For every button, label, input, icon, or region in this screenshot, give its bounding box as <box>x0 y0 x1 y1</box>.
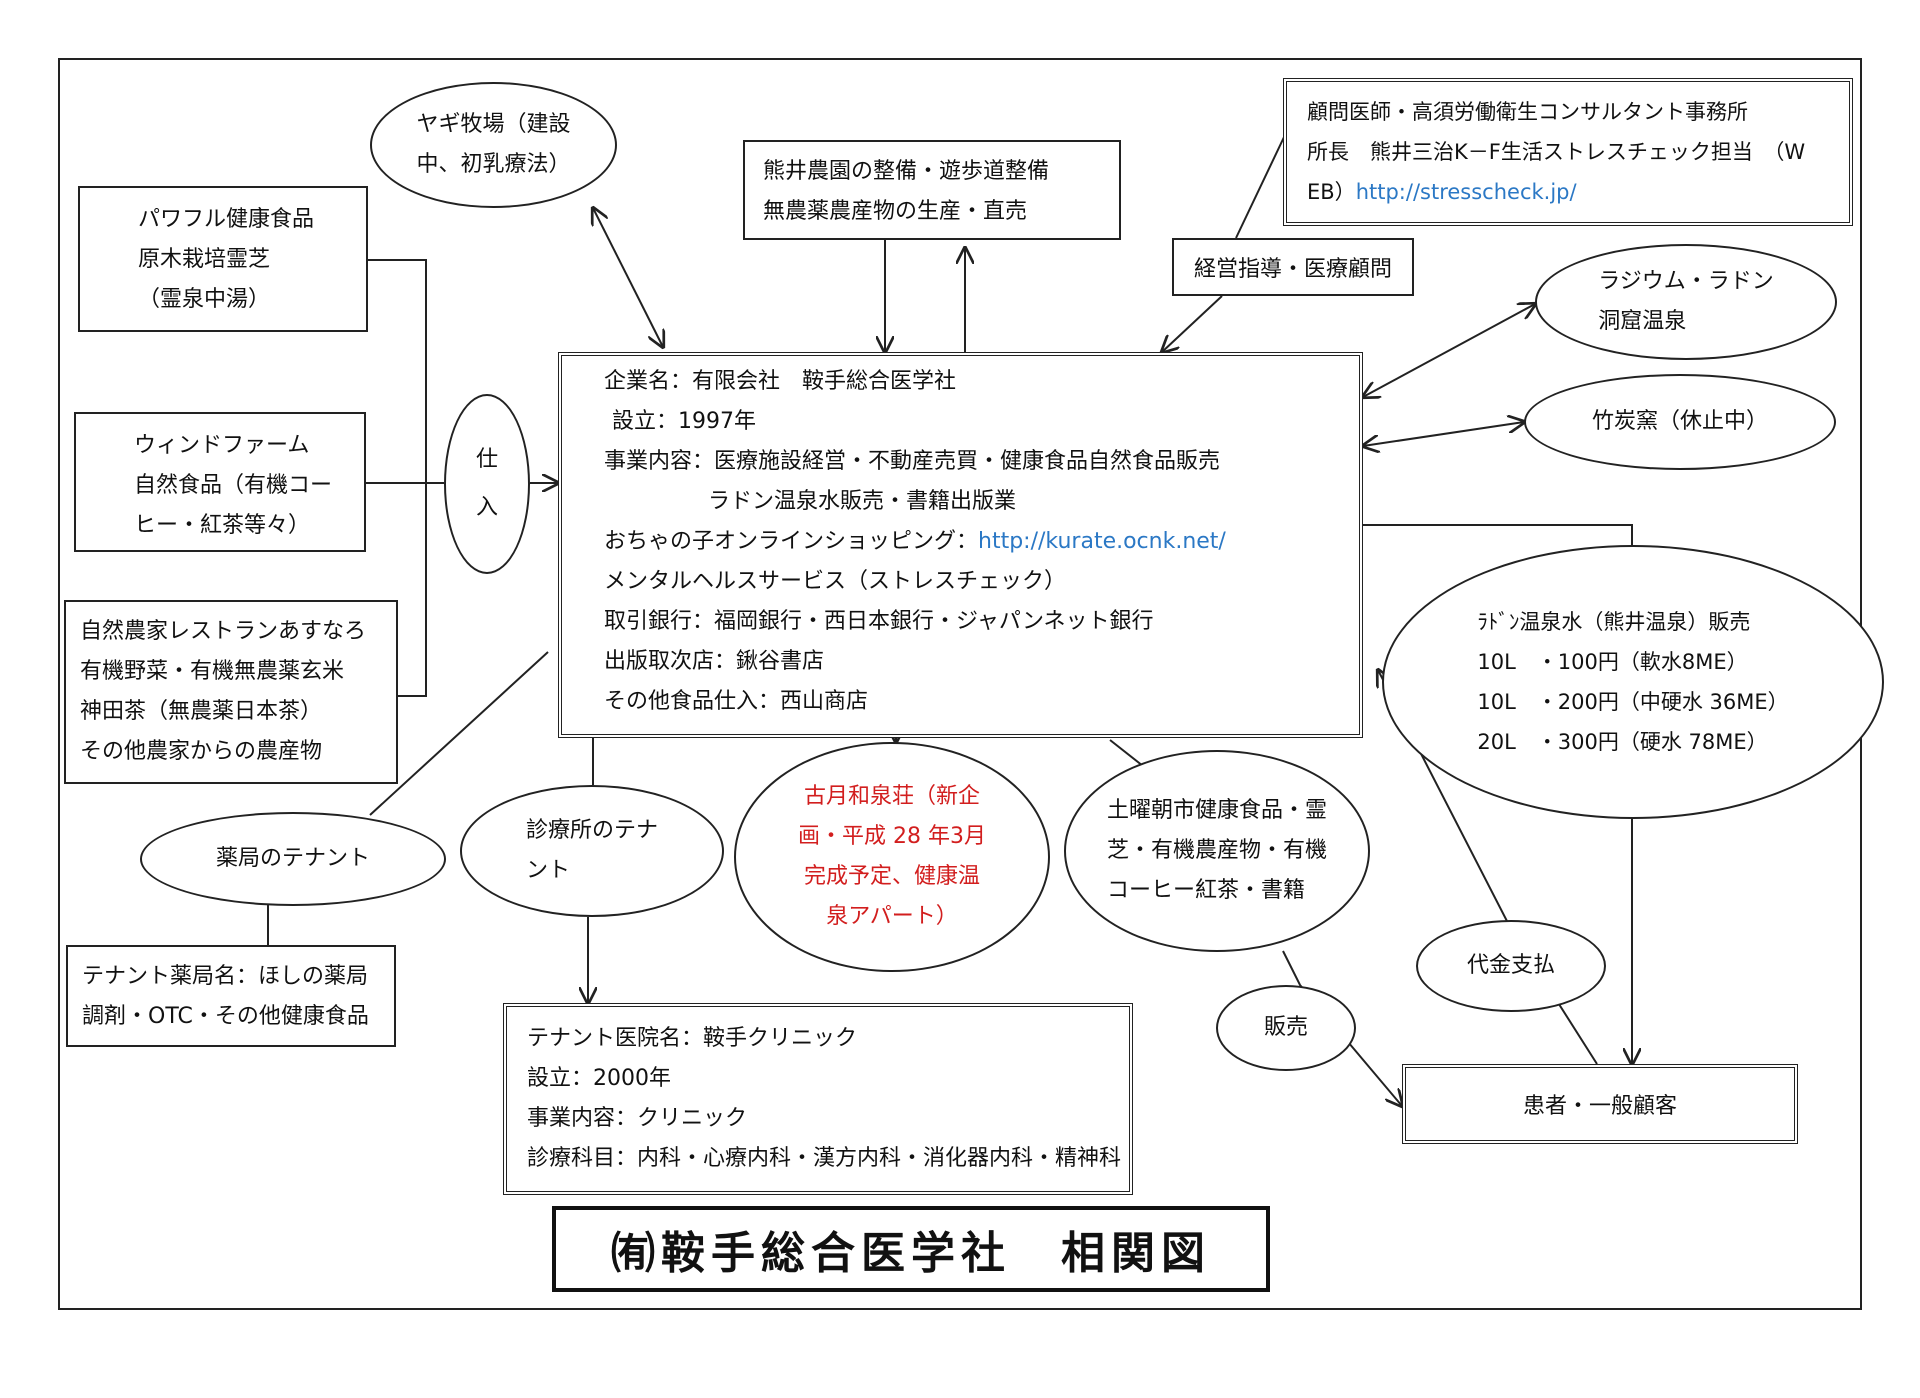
other-supplier: その他食品仕入：西山商店 <box>604 689 869 714</box>
goat-farm-ellipse: ヤギ牧場（建設中、初乳療法） <box>370 82 617 208</box>
radium-onsen-ellipse: ラジウム・ラドン洞窟温泉 <box>1535 244 1837 360</box>
pharmacy-box: テナント薬局名：ほしの薬局 調剤・OTC・その他健康食品 <box>66 945 396 1047</box>
saturday-market-ellipse: 土曜朝市健康食品・霊芝・有機農産物・有機コーヒー紅茶・書籍 <box>1064 750 1370 952</box>
business-content: 事業内容：医療施設経営・不動産売買・健康食品自然食品販売 <box>604 449 1221 474</box>
diagram-title: ㈲鞍手総合医学社 相関図 <box>552 1206 1270 1292</box>
main-radon-line <box>1363 524 1633 545</box>
company-main-box: 企業名：有限会社 鞍手総合医学社 設立：1997年 事業内容：医療施設経営・不動… <box>558 352 1363 738</box>
apartment-ellipse: 古月和泉荘（新企画・平成 28 年3月完成予定、健康温泉アパート） <box>734 742 1050 972</box>
restaurant-box: 自然農家レストランあすなろ 有機野菜・有機無農薬玄米 神田茶（無農薬日本茶） そ… <box>64 600 398 784</box>
online-shop: おちゃの子オンラインショッピング：http://kurate.ocnk.net/ <box>604 522 1359 562</box>
company-name: 企業名：有限会社 鞍手総合医学社 <box>604 369 957 394</box>
online-shop-label: おちゃの子オンラインショッピング： <box>604 529 979 554</box>
advisor-to-label-line <box>1235 134 1286 239</box>
label-to-main-arrow <box>1162 295 1223 352</box>
charcoal-main-arrow <box>1363 422 1524 446</box>
stresscheck-link[interactable]: http://stresscheck.jp/ <box>1355 180 1577 204</box>
kumai-farm-box: 熊井農園の整備・遊歩道整備 無農薬農産物の生産・直売 <box>743 140 1121 240</box>
main-pharmacy-line <box>369 651 549 816</box>
purchase-ellipse: 仕入 <box>444 394 530 574</box>
windfarm-box: ウィンドファーム 自然食品（有機コー ヒー・紅茶等々） <box>74 412 366 552</box>
goat-main-arrow <box>593 208 663 347</box>
charcoal-kiln-ellipse: 竹炭窯（休止中） <box>1524 374 1836 470</box>
mgmt-advice-label: 経営指導・医療顧問 <box>1172 238 1414 296</box>
payment-ellipse: 代金支払 <box>1416 920 1606 1012</box>
clinic-box: テナント医院名：鞍手クリニック 設立：2000年 事業内容：クリニック 診療科目… <box>503 1003 1133 1195</box>
sales-ellipse: 販売 <box>1216 985 1356 1071</box>
powerful-food-box: パワフル健康食品 原木栽培霊芝 （霊泉中湯） <box>78 186 368 332</box>
main-market-line <box>1109 739 1144 767</box>
mental-health: メンタルヘルスサービス（ストレスチェック） <box>604 569 1067 594</box>
clinic-tenant-ellipse: 診療所のテナント <box>460 785 724 917</box>
distributor: 出版取次店：鍬谷書店 <box>604 649 825 674</box>
pharmacy-tenant-ellipse: 薬局のテナント <box>140 812 446 906</box>
customer-box: 患者・一般顧客 <box>1402 1064 1798 1144</box>
advisor-box: 顧問医師・高須労働衛生コンサルタント事務所 所長 熊井三治K－F生活ストレスチェ… <box>1283 78 1853 226</box>
founded: 設立：1997年 <box>612 409 756 434</box>
radium-main-arrow <box>1363 304 1535 397</box>
radon-water-ellipse: ﾗﾄﾞﾝ温泉水（熊井温泉）販売 10L ・100円（軟水8ME） 10L ・20… <box>1382 545 1884 819</box>
online-shop-link[interactable]: http://kurate.ocnk.net/ <box>978 529 1226 554</box>
business-content-2: ラドン温泉水販売・書籍出版業 <box>708 489 1017 514</box>
banks: 取引銀行：福岡銀行・西日本銀行・ジャパンネット銀行 <box>604 609 1154 634</box>
